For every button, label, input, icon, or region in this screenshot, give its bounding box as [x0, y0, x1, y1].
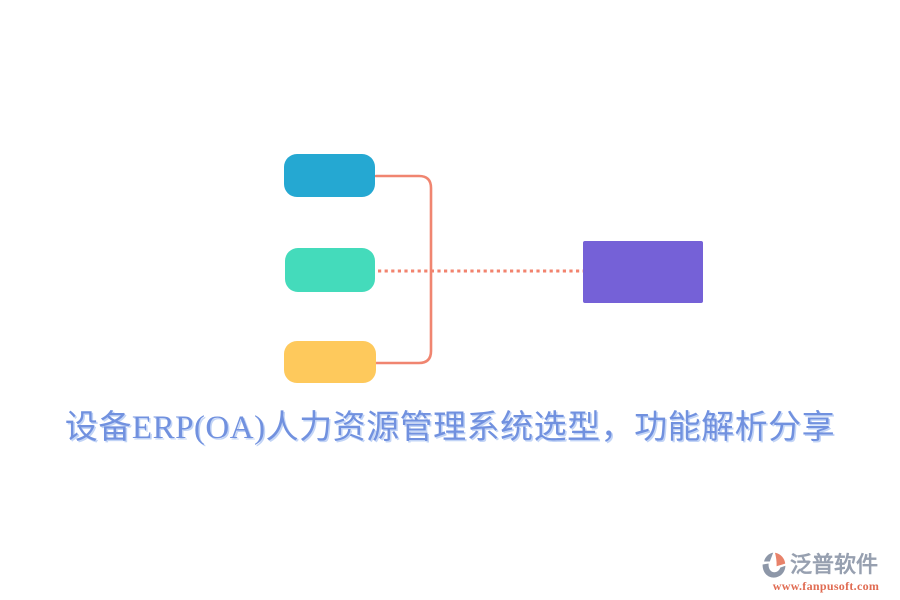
brand-url: www.fanpusoft.com [772, 579, 880, 593]
brand-name: 泛普软件 [790, 552, 879, 577]
node-target-box [583, 241, 703, 303]
bracket-connector [374, 174, 433, 365]
fanpu-logo-icon [762, 552, 786, 578]
node-top-box [284, 154, 375, 197]
caption-title: 设备ERP(OA)人力资源管理系统选型，功能解析分享 [64, 410, 836, 446]
node-bottom-box [284, 341, 376, 383]
node-middle-box [285, 248, 375, 292]
brand-watermark: 泛普软件 www.fanpusoft.com [760, 551, 892, 593]
